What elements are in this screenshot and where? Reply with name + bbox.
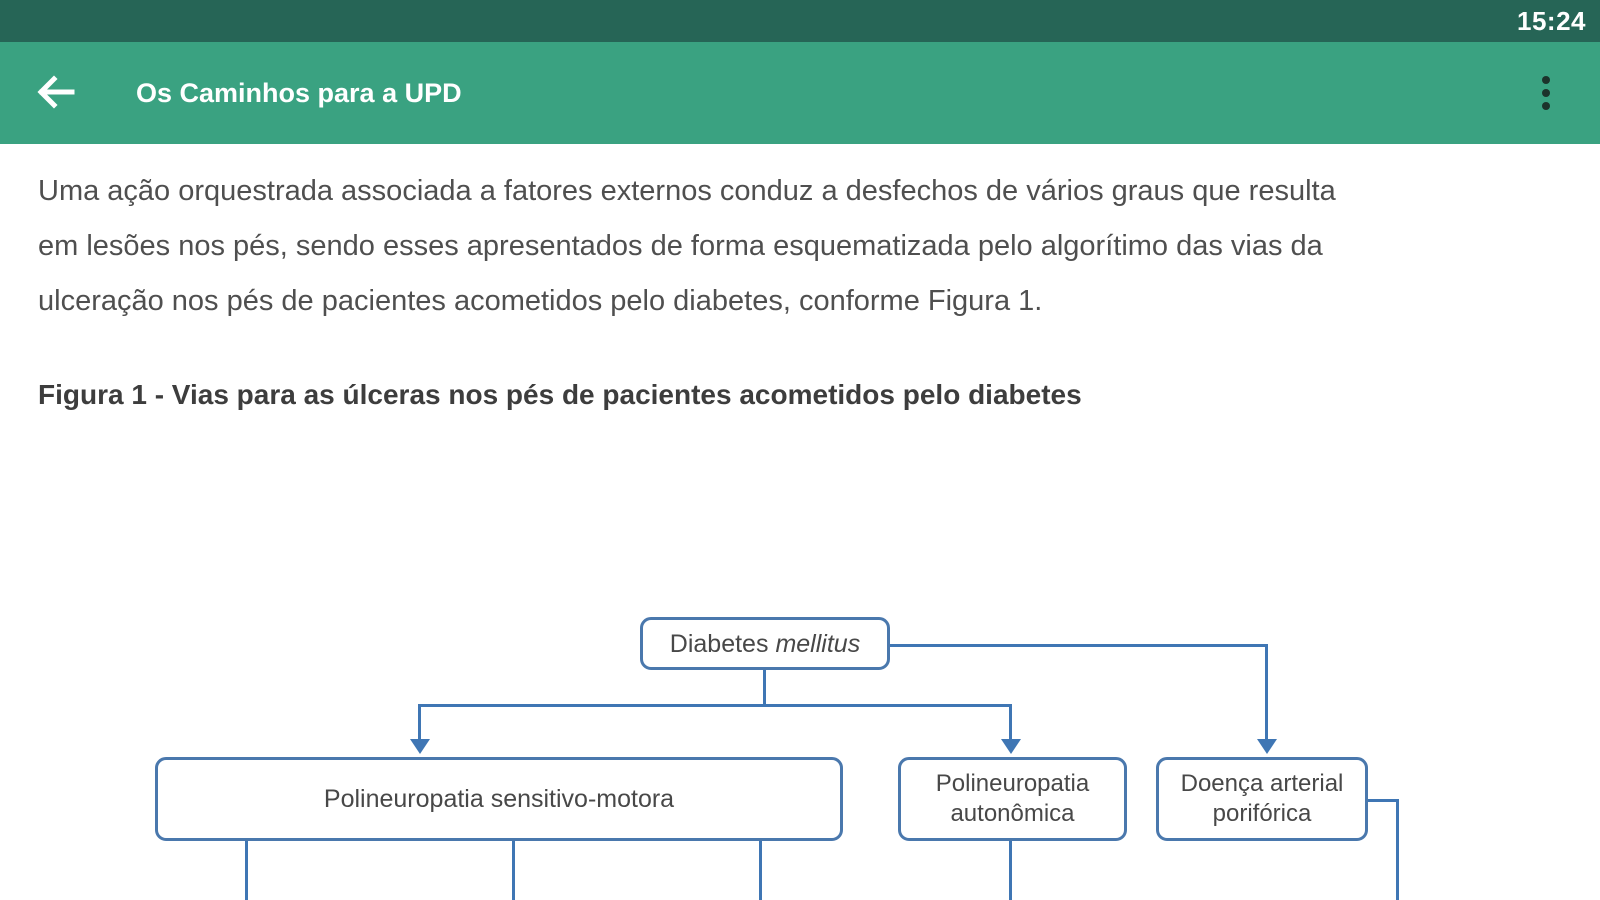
connector-right-elbow-h xyxy=(1368,799,1399,802)
connector-to-left-node xyxy=(418,704,421,741)
paragraph-line: ulceração nos pés de pacientes acometido… xyxy=(38,285,1043,317)
connector-to-right-node xyxy=(1265,644,1268,741)
connector-right-horizontal xyxy=(890,644,1268,647)
diagram-node-polineuropatia-autonomica: Polineuropatia autonômica xyxy=(898,757,1127,841)
back-button[interactable] xyxy=(18,55,94,131)
connector-root-stub xyxy=(763,670,766,706)
arrowhead-middle xyxy=(1001,739,1021,754)
connector-below-middle xyxy=(1009,840,1012,900)
page-title: Os Caminhos para a UPD xyxy=(136,77,462,108)
connector-below-left-3 xyxy=(759,840,762,900)
body-paragraph: Uma ação orquestrada associada a fatores… xyxy=(38,164,1520,329)
clock: 15:24 xyxy=(1517,5,1586,36)
diagram-node-diabetes-mellitus: Diabetes mellitus xyxy=(640,617,890,670)
vertical-ellipsis-icon xyxy=(1542,76,1550,84)
paragraph-line: Uma ação orquestrada associada a fatores… xyxy=(38,175,1336,207)
connector-below-left-1 xyxy=(245,840,248,900)
figure-diagram: Diabetes mellitus Polineuropatia sensiti… xyxy=(0,144,1600,900)
connector-right-elbow-v xyxy=(1396,799,1399,900)
figure-caption: Figura 1 - Vias para as úlceras nos pés … xyxy=(38,379,1082,410)
arrowhead-left xyxy=(410,739,430,754)
connector-branch-horizontal xyxy=(418,704,1012,707)
arrow-left-icon xyxy=(34,70,78,117)
arrowhead-right xyxy=(1257,739,1277,754)
connector-below-left-2 xyxy=(512,840,515,900)
app-bar: Os Caminhos para a UPD xyxy=(0,42,1600,144)
paragraph-line: em lesões nos pés, sendo esses apresenta… xyxy=(38,230,1323,262)
diagram-node-doenca-arterial: Doença arterial porifórica xyxy=(1156,757,1368,841)
connector-to-middle-node xyxy=(1009,704,1012,741)
diagram-node-polineuropatia-sensitivo-motora: Polineuropatia sensitivo-motora xyxy=(155,757,843,841)
overflow-menu-button[interactable] xyxy=(1518,55,1574,131)
status-bar: 15:24 xyxy=(0,0,1600,42)
